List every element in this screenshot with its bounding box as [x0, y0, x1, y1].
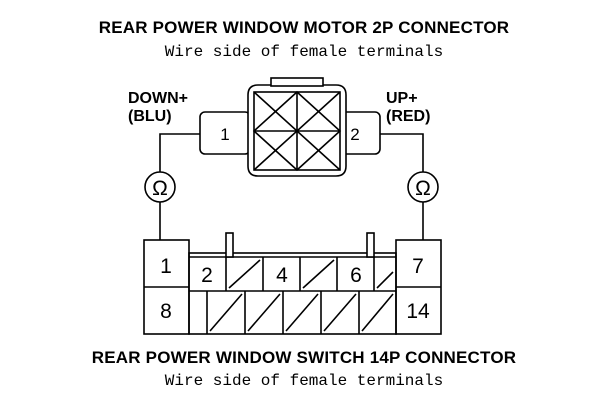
- switch-14p-connector: [143, 232, 442, 335]
- switch-pin-1: 1: [160, 255, 172, 278]
- switch-pin-14: 14: [406, 300, 430, 323]
- switch-pin-8: 8: [160, 300, 172, 323]
- left-ohmmeter: [144, 171, 176, 203]
- switch-connector-subtitle: Wire side of female terminals: [164, 372, 444, 390]
- motor-connector-title: REAR POWER WINDOW MOTOR 2P CONNECTOR: [98, 18, 510, 37]
- left-wire-upper: [159, 133, 200, 172]
- right-ohm-symbol: Ω: [415, 177, 431, 200]
- left-ohm-symbol: Ω: [152, 177, 168, 200]
- motor-pin-1: 1: [220, 125, 229, 144]
- switch-pin-2: 2: [201, 264, 213, 287]
- switch-pin-7: 7: [412, 255, 424, 278]
- switch-pin-6: 6: [350, 264, 362, 287]
- switch-connector-title: REAR POWER WINDOW SWITCH 14P CONNECTOR: [91, 348, 517, 367]
- switch-pin-4: 4: [276, 264, 288, 287]
- motor-connector-subtitle: Wire side of female terminals: [164, 43, 444, 61]
- right-wire-color: (RED): [386, 108, 430, 125]
- motor-pin-2: 2: [350, 125, 359, 144]
- left-wire-color: (BLU): [128, 108, 172, 125]
- right-wire-name: UP+: [386, 90, 418, 107]
- right-wire-upper: [380, 133, 424, 172]
- left-wire-name: DOWN+: [128, 90, 188, 107]
- motor-2p-connector: [199, 77, 381, 177]
- right-ohmmeter: [407, 171, 439, 203]
